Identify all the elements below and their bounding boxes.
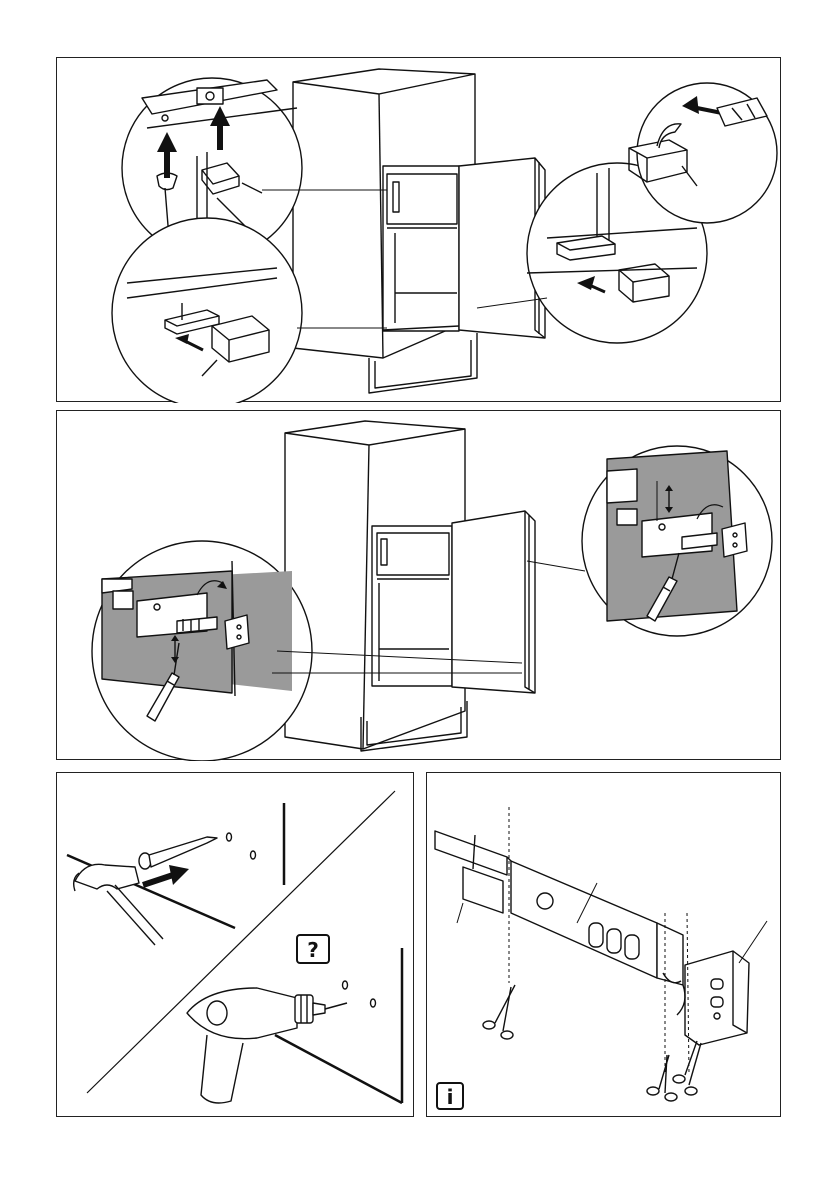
panel-trim-rail: i (426, 772, 781, 1117)
panel-mark-hinge-position (56, 410, 781, 760)
cabinet-tall (285, 421, 535, 751)
hammer-icon (74, 864, 163, 945)
drill-scene (187, 948, 402, 1103)
diagram-mark-hinges (57, 411, 782, 761)
hinge-bracket (677, 921, 767, 1045)
door-guide-rail (435, 831, 683, 985)
hammer-scene (67, 803, 284, 945)
info-icon: i (437, 1083, 463, 1109)
diagram-trim-rail: i (427, 773, 782, 1118)
panel-fix-rail: ? (56, 772, 414, 1117)
cabinet-tall (293, 69, 545, 393)
diagram-remove-blocks (57, 58, 782, 403)
diagram-nail-or-drill: ? (57, 773, 415, 1118)
scissors-icon (483, 985, 515, 1039)
nail-icon (139, 837, 217, 869)
panel-remove-transport-blocks (56, 57, 781, 402)
arrow-icon (143, 865, 189, 885)
detail-circle-mark-top-hinge (527, 446, 772, 636)
drill-icon (187, 988, 347, 1103)
question-badge-label: ? (307, 938, 319, 962)
question-icon: ? (297, 935, 329, 963)
info-badge-label: i (447, 1085, 454, 1109)
spacer-piece (457, 867, 503, 923)
scissors-icon (673, 1041, 701, 1095)
